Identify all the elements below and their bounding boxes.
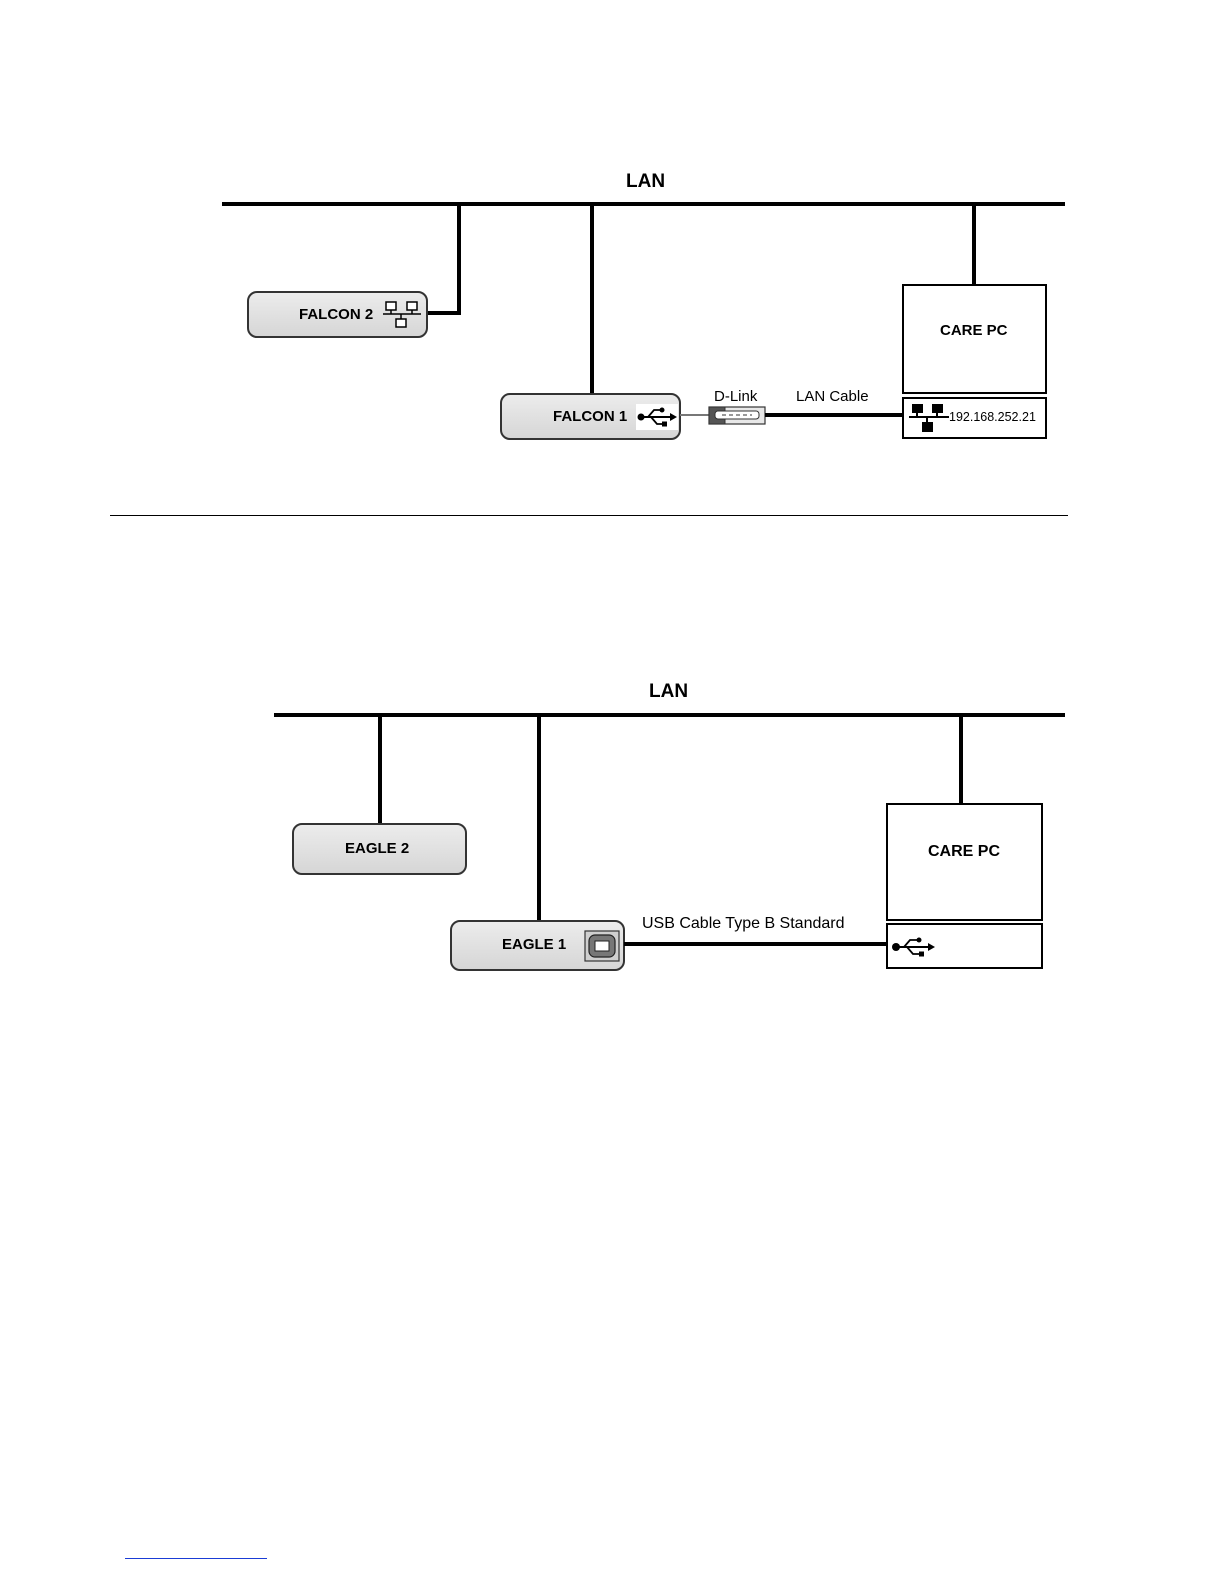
usb-cable-line bbox=[624, 942, 890, 946]
care-pc-label: CARE PC bbox=[940, 322, 1008, 339]
usb-icon bbox=[890, 934, 936, 965]
care-pc-drop-line bbox=[959, 715, 963, 806]
falcon1-drop-line bbox=[590, 204, 594, 396]
usb-ethernet-adapter-icon bbox=[708, 406, 766, 431]
care-pc-box: CARE PC bbox=[886, 803, 1043, 921]
lan-cable-line bbox=[765, 413, 905, 417]
eagle2-device: EAGLE 2 bbox=[292, 823, 467, 875]
usb-b-port-icon bbox=[584, 930, 620, 967]
usb-short-cable bbox=[680, 414, 710, 416]
usb-cable-label: USB Cable Type B Standard bbox=[642, 915, 845, 933]
ip-address: 192.168.252.21 bbox=[949, 410, 1036, 424]
care-pc-lan-port: 192.168.252.21 bbox=[902, 397, 1047, 439]
falcon1-label: FALCON 1 bbox=[553, 408, 627, 425]
lan-label: LAN bbox=[649, 681, 688, 703]
lan-cable-label: LAN Cable bbox=[796, 388, 869, 405]
care-pc-box: CARE PC bbox=[902, 284, 1047, 394]
section-divider bbox=[110, 515, 1068, 516]
lan-bus-line bbox=[222, 202, 1065, 206]
lan-label: LAN bbox=[626, 171, 665, 193]
dlink-label: D-Link bbox=[714, 388, 757, 405]
lan-bus-line bbox=[274, 713, 1065, 717]
eagle2-label: EAGLE 2 bbox=[345, 840, 409, 857]
network-icon bbox=[383, 299, 423, 336]
eagle1-drop-line bbox=[537, 715, 541, 922]
eagle1-device: EAGLE 1 bbox=[450, 920, 625, 971]
falcon2-drop-line bbox=[457, 204, 461, 314]
falcon2-label: FALCON 2 bbox=[299, 306, 373, 323]
falcon2-connector-line bbox=[426, 311, 461, 315]
eagle2-drop-line bbox=[378, 715, 382, 825]
care-pc-drop-line bbox=[972, 204, 976, 286]
footnote-link-line bbox=[125, 1558, 267, 1559]
network-icon bbox=[909, 401, 949, 440]
care-pc-label: CARE PC bbox=[928, 843, 1000, 861]
falcon1-device: FALCON 1 bbox=[500, 393, 681, 440]
usb-icon bbox=[636, 404, 678, 430]
eagle1-label: EAGLE 1 bbox=[502, 936, 566, 953]
care-pc-usb-port bbox=[886, 923, 1043, 969]
falcon2-device: FALCON 2 bbox=[247, 291, 428, 338]
